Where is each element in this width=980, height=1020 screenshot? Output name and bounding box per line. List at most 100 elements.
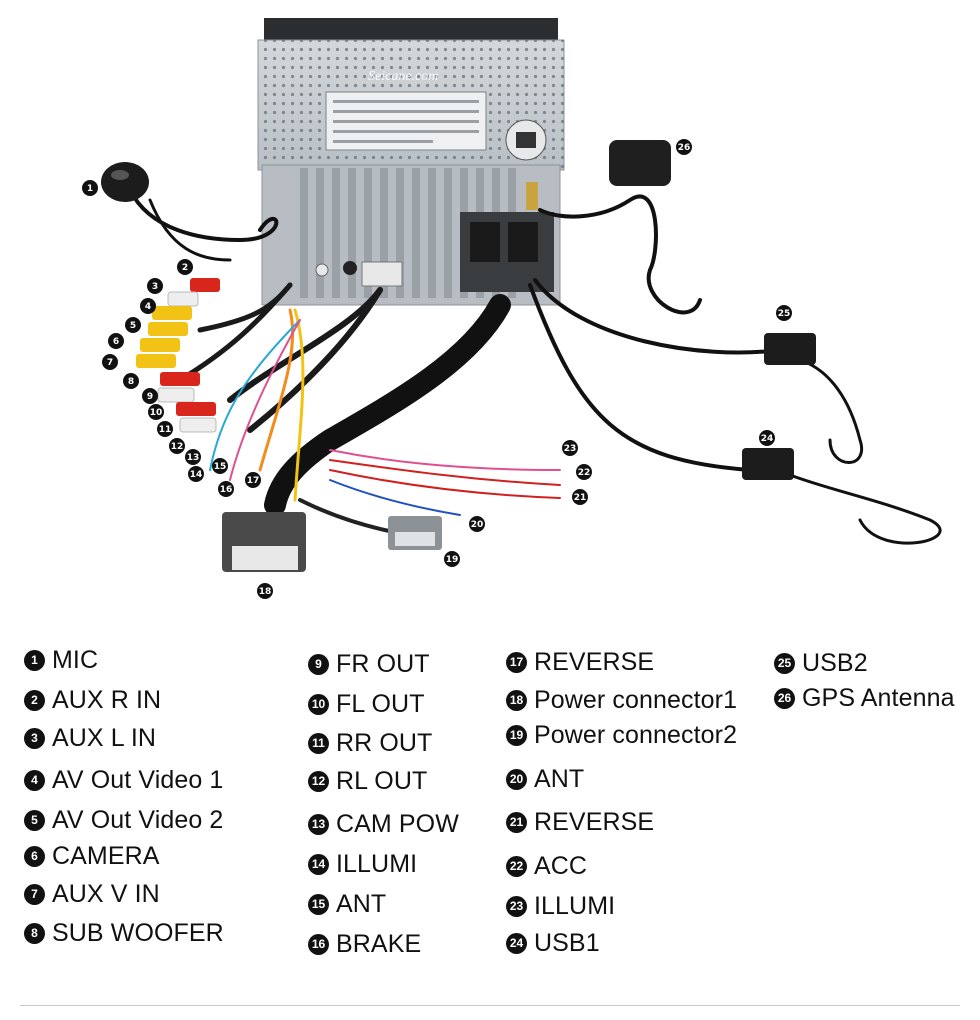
legend-item-19: 19 Power connector2 — [506, 721, 737, 749]
legend-item-9: 9 FR OUT — [308, 650, 430, 678]
legend-number: 25 — [774, 652, 795, 674]
svg-text:22: 22 — [578, 468, 591, 478]
callout-23: 23 — [562, 440, 578, 456]
legend-label: ANT — [336, 890, 387, 918]
callout-4: 4 — [140, 298, 156, 314]
svg-text:7: 7 — [107, 358, 113, 368]
legend-number: 15 — [308, 893, 329, 915]
legend-number: 21 — [506, 811, 527, 833]
legend-label: AUX V IN — [52, 880, 160, 908]
legend-item-21: 21 REVERSE — [506, 808, 654, 836]
legend-item-26: 26 GPS Antenna — [774, 684, 955, 712]
rca-plugs — [136, 278, 220, 433]
svg-text:25: 25 — [778, 309, 791, 319]
svg-text:12: 12 — [171, 442, 184, 452]
callout-8: 8 — [123, 373, 139, 389]
svg-text:17: 17 — [247, 476, 260, 486]
legend-label: AV Out Video 1 — [52, 766, 224, 794]
callout-5: 5 — [125, 317, 141, 333]
svg-text:11: 11 — [159, 425, 172, 435]
callout-1: 1 — [82, 180, 98, 196]
legend-label: Power connector2 — [534, 721, 738, 749]
legend-number: 8 — [24, 922, 45, 944]
svg-text:16: 16 — [220, 485, 233, 495]
svg-text:9: 9 — [147, 392, 153, 402]
legend-number: 18 — [506, 689, 527, 711]
legend-number: 13 — [308, 813, 329, 835]
callout-9: 9 — [142, 388, 158, 404]
legend-label: SUB WOOFER — [52, 919, 224, 947]
legend-number: 10 — [308, 693, 329, 715]
legend-number: 1 — [24, 649, 45, 671]
legend-item-24: 24 USB1 — [506, 929, 600, 957]
legend-label: ANT — [534, 765, 585, 793]
legend-label: AUX R IN — [52, 686, 162, 714]
callout-22: 22 — [576, 464, 592, 480]
callout-3: 3 — [147, 278, 163, 294]
legend-number: 7 — [24, 883, 45, 905]
legend-label: CAMERA — [52, 842, 160, 870]
legend-label: CAM POW — [336, 810, 459, 838]
legend-number: 20 — [506, 768, 527, 790]
legend-item-13: 13 CAM POW — [308, 810, 459, 838]
brand-watermark: Seicane.com — [368, 69, 438, 84]
legend-item-10: 10 FL OUT — [308, 690, 425, 718]
legend-number: 19 — [506, 724, 527, 746]
legend-label: MIC — [52, 646, 99, 674]
svg-text:21: 21 — [574, 493, 587, 503]
callout-13: 13 — [185, 449, 201, 465]
legend-number: 6 — [24, 845, 45, 867]
callout-18: 18 — [257, 583, 273, 599]
svg-text:1: 1 — [87, 184, 93, 194]
callout-6: 6 — [108, 333, 124, 349]
legend-number: 5 — [24, 809, 45, 831]
callout-24: 24 — [759, 430, 775, 446]
legend-number: 26 — [774, 687, 795, 709]
callout-12: 12 — [169, 438, 185, 454]
svg-text:4: 4 — [145, 302, 151, 312]
head-unit — [257, 18, 565, 306]
product-photo: Seicane.com — [82, 18, 942, 599]
legend-item-15: 15 ANT — [308, 890, 386, 918]
legend-item-20: 20 ANT — [506, 765, 584, 793]
legend-label: ACC — [534, 852, 588, 880]
legend-item-23: 23 ILLUMI — [506, 892, 615, 920]
legend-label: GPS Antenna — [802, 684, 955, 712]
cable-bundles — [128, 188, 942, 545]
callout-7: 7 — [102, 354, 118, 370]
legend-number: 24 — [506, 932, 527, 954]
callout-25: 25 — [776, 305, 792, 321]
callout-14: 14 — [188, 466, 204, 482]
legend-item-8: 8 SUB WOOFER — [24, 919, 224, 947]
svg-text:15: 15 — [214, 462, 227, 472]
legend-item-7: 7 AUX V IN — [24, 880, 160, 908]
legend-number: 23 — [506, 895, 527, 917]
legend-label: REVERSE — [534, 808, 655, 836]
legend-number: 11 — [308, 732, 329, 754]
legend-number: 17 — [506, 651, 527, 673]
divider — [20, 1005, 960, 1006]
legend-number: 9 — [308, 653, 329, 675]
legend-number: 14 — [308, 853, 329, 875]
callout-17: 17 — [245, 472, 261, 488]
legend-label: FL OUT — [336, 690, 425, 718]
legend-label: ILLUMI — [534, 892, 616, 920]
legend-label: USB1 — [534, 929, 600, 957]
callout-26: 26 — [676, 139, 692, 155]
legend-label: BRAKE — [336, 930, 422, 958]
legend-label: ILLUMI — [336, 850, 418, 878]
legend-label: REVERSE — [534, 648, 655, 676]
svg-text:23: 23 — [564, 444, 577, 454]
legend-label: FR OUT — [336, 650, 430, 678]
legend-item-1: 1 MIC — [24, 646, 98, 674]
legend-item-6: 6 CAMERA — [24, 842, 160, 870]
svg-text:14: 14 — [190, 470, 203, 480]
